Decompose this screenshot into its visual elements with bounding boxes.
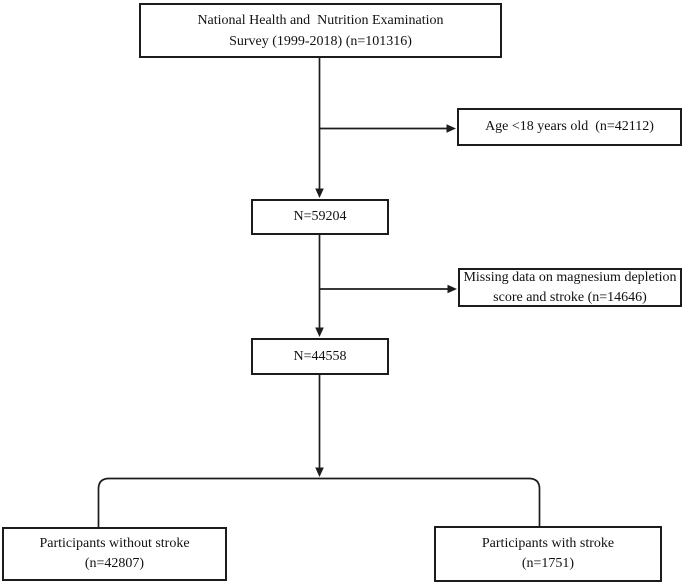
node-participants-without-stroke: Participants without stroke (n=42807) (2, 527, 227, 581)
node-nhanes-line1: National Health and Nutrition Examinatio… (197, 12, 444, 28)
node-missing-data-exclusion: Missing data on magnesium depletion scor… (458, 268, 682, 307)
arrow-branch-missing-exclusion (319, 284, 457, 294)
node-with-stroke-line2: (n=1751) (521, 556, 575, 571)
node-n44558: N=44558 (251, 338, 389, 375)
arrow-branch-age-exclusion (319, 124, 456, 133)
node-age-exclusion: Age <18 years old (n=42112) (457, 108, 682, 146)
node-missing-data-line2: score and stroke (n=14646) (493, 289, 647, 305)
node-n59204-label: N=59204 (293, 209, 347, 224)
node-n59204: N=59204 (251, 199, 389, 235)
node-with-stroke-line1: Participants with stroke (481, 536, 615, 551)
node-age-exclusion-label: Age <18 years old (n=42112) (485, 119, 654, 134)
split-bracket-connector (97, 477, 541, 527)
arrow-nhanes-to-n59204 (315, 58, 324, 198)
node-n44558-label: N=44558 (293, 348, 347, 364)
arrow-n59204-to-n44558 (315, 235, 324, 337)
node-without-stroke-line2: (n=42807) (84, 556, 145, 571)
arrow-n44558-to-split (315, 375, 324, 477)
node-missing-data-line1: Missing data on magnesium depletion (463, 269, 677, 285)
node-without-stroke-line1: Participants without stroke (39, 536, 190, 551)
node-participants-with-stroke: Participants with stroke (n=1751) (434, 526, 662, 582)
node-nhanes-line2: Survey (1999-2018) (n=101316) (229, 33, 412, 49)
node-nhanes-survey: National Health and Nutrition Examinatio… (139, 3, 502, 58)
